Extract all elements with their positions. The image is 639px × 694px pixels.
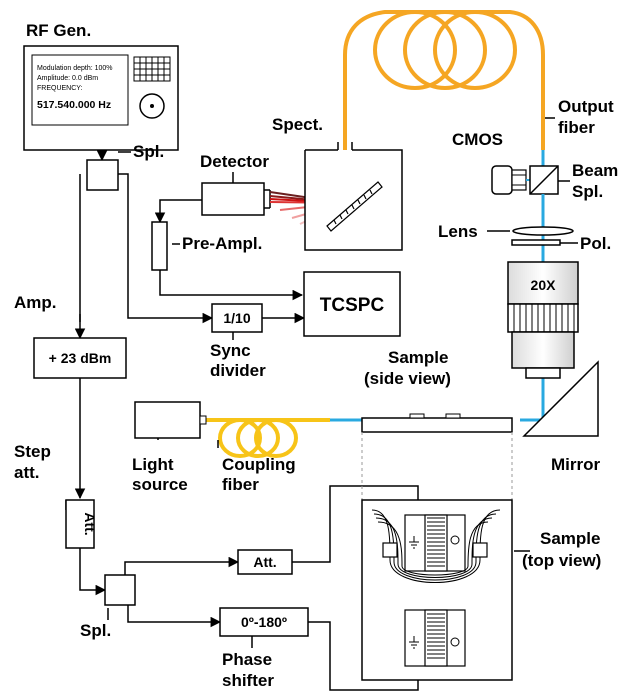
sample-side-view bbox=[361, 413, 513, 433]
beam-splitter bbox=[529, 165, 559, 195]
polarizer bbox=[511, 239, 561, 246]
rf-generator bbox=[23, 45, 179, 151]
step-att-label-line1: Step bbox=[14, 442, 51, 461]
lens bbox=[512, 226, 574, 236]
rf-display-line1: Modulation depth: 100% bbox=[37, 65, 113, 72]
rf-gen-label: RF Gen. bbox=[26, 21, 91, 40]
output-fiber-coil bbox=[343, 10, 545, 150]
tcspc-box bbox=[303, 271, 401, 337]
phase-shifter-box bbox=[219, 607, 309, 637]
phase-label-line2: shifter bbox=[222, 671, 274, 690]
pre-ampl-label: Pre-Ampl. bbox=[182, 234, 262, 253]
amp-label: Amp. bbox=[14, 293, 57, 312]
beam-spl-label-line1: Beam bbox=[572, 161, 618, 180]
spl-bottom-label: Spl. bbox=[80, 621, 111, 640]
rf-display-line2: Amplitude: 0.0 dBm bbox=[37, 75, 98, 82]
detector-label: Detector bbox=[200, 152, 269, 171]
sync-label-line1: Sync bbox=[210, 341, 251, 360]
mirror bbox=[522, 360, 599, 437]
objective-20x bbox=[507, 261, 579, 379]
cmos-label: CMOS bbox=[452, 130, 503, 149]
keypad-icon bbox=[133, 56, 171, 82]
objective-magnification: 20X bbox=[531, 277, 557, 293]
divider-ratio: 1/10 bbox=[223, 310, 250, 326]
sample-side-label-line2: (side view) bbox=[364, 369, 451, 388]
att-label: Att. bbox=[253, 554, 276, 570]
splitter-top bbox=[86, 159, 119, 191]
output-fiber-label-line2: fiber bbox=[558, 118, 595, 137]
tcspc-label: TCSPC bbox=[320, 295, 385, 316]
splitter-bottom bbox=[104, 574, 136, 606]
projection-lines bbox=[361, 432, 513, 500]
fiber-bundle bbox=[371, 509, 501, 583]
amplifier-box bbox=[33, 337, 127, 379]
attenuator-box bbox=[237, 549, 293, 575]
phase-label-line1: Phase bbox=[222, 650, 272, 669]
light-source-box bbox=[134, 401, 201, 439]
step-attenuator-box bbox=[65, 499, 95, 549]
amp-gain: + 23 dBm bbox=[49, 350, 112, 366]
sample-top-label-line2: (top view) bbox=[522, 551, 601, 570]
cmos-camera bbox=[491, 165, 527, 195]
lens-label: Lens bbox=[438, 222, 478, 241]
sample-top-label-line1: Sample bbox=[540, 529, 600, 548]
output-fiber-label-line1: Output bbox=[558, 97, 614, 116]
detector-box bbox=[201, 182, 265, 216]
spl-top-label: Spl. bbox=[133, 142, 164, 161]
beam-spl-label-line2: Spl. bbox=[572, 182, 603, 201]
coupling-label-line1: Coupling bbox=[222, 455, 296, 474]
sample-side-label-line1: Sample bbox=[388, 348, 448, 367]
sample-top-view bbox=[361, 499, 513, 681]
mirror-label: Mirror bbox=[551, 455, 601, 474]
spect-label: Spect. bbox=[272, 115, 323, 134]
sync-label-line2: divider bbox=[210, 361, 266, 380]
sync-divider-box bbox=[211, 303, 263, 333]
spectrometer bbox=[304, 142, 403, 251]
step-att-label: Att. bbox=[82, 512, 98, 535]
light-source-label-line1: Light bbox=[132, 455, 174, 474]
pol-label: Pol. bbox=[580, 234, 611, 253]
ground-icon-top bbox=[409, 536, 419, 549]
rf-frequency: 517.540.000 Hz bbox=[37, 99, 111, 111]
step-att-label-line2: att. bbox=[14, 463, 40, 482]
phase-range: 0º-180º bbox=[241, 614, 287, 630]
grating-icon bbox=[326, 181, 383, 232]
rf-display-line3: FREQUENCY: bbox=[37, 85, 83, 92]
ground-icon-bottom bbox=[409, 636, 419, 649]
light-source-label-line2: source bbox=[132, 475, 188, 494]
coupling-fiber bbox=[205, 418, 330, 458]
signal-wiring bbox=[74, 150, 419, 691]
coupling-label-line2: fiber bbox=[222, 475, 259, 494]
pre-amp-box bbox=[151, 221, 168, 271]
